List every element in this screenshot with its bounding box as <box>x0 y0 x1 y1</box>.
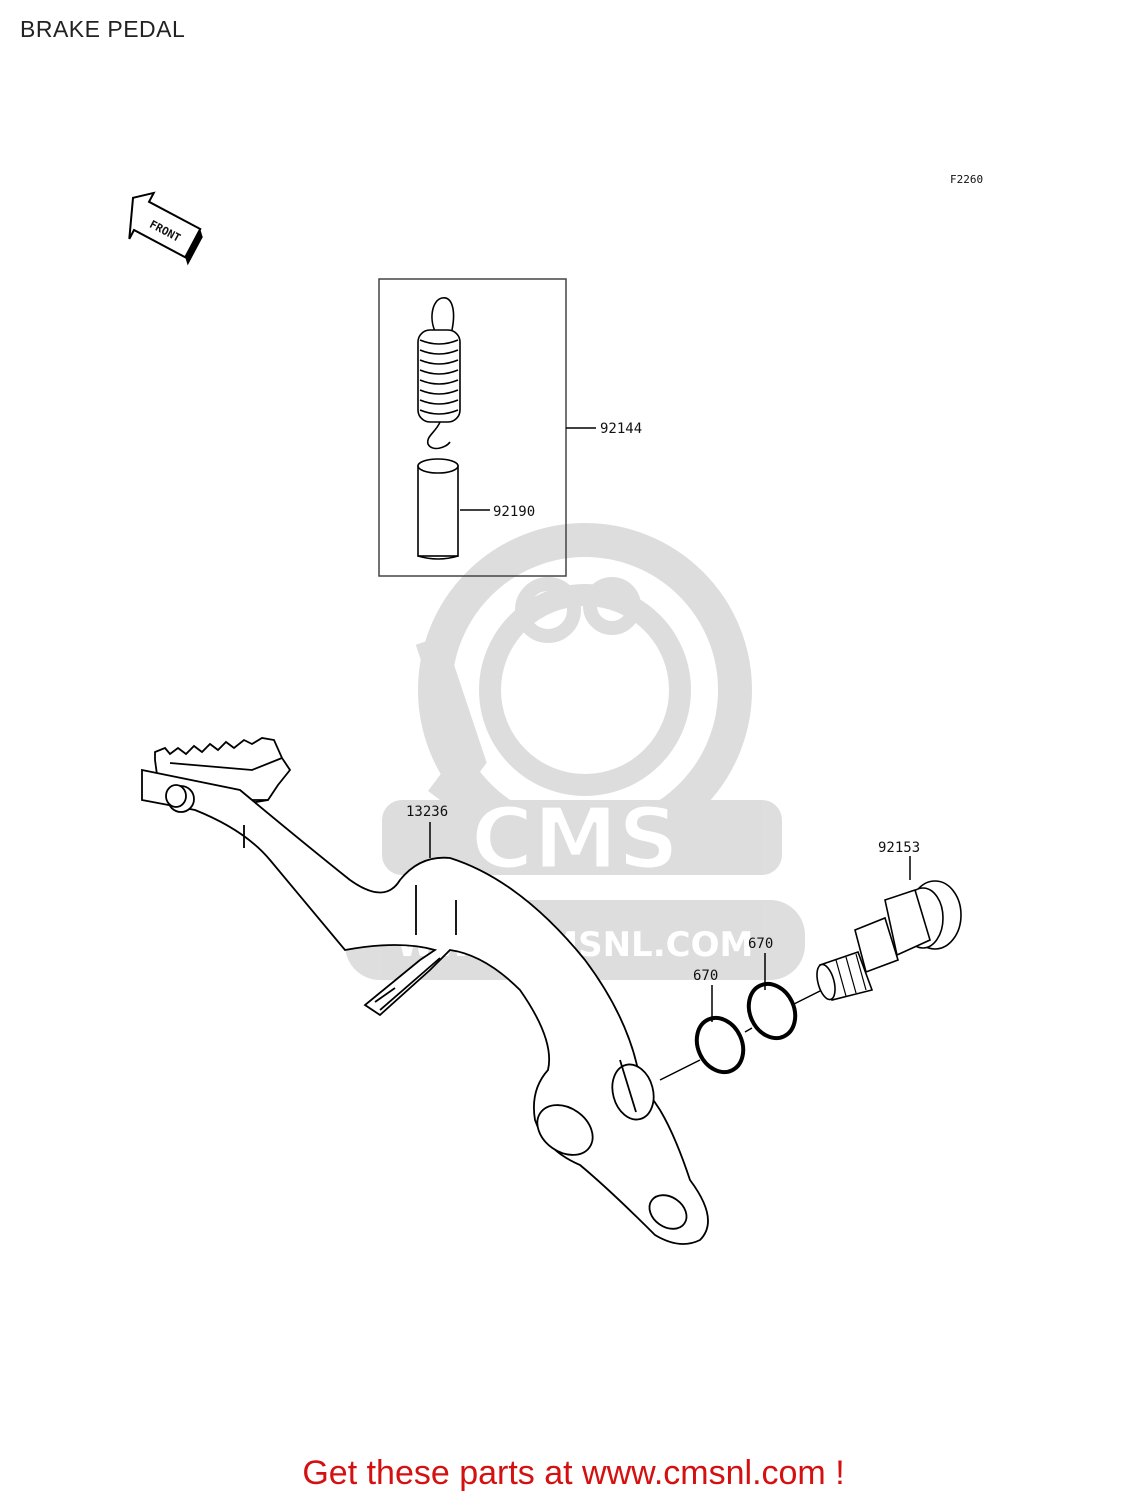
part-number-92153: 92153 <box>878 840 920 856</box>
brake-pedal <box>141 737 709 1245</box>
pivot-bolt <box>816 880 962 1001</box>
part-number-670-inner: 670 <box>693 968 718 984</box>
footer-link[interactable]: Get these parts at www.cmsnl.com ! <box>302 1454 845 1492</box>
watermark-logo: CMS <box>471 790 679 889</box>
cms-watermark: CMS WWW.CMSNL.COM <box>345 523 805 980</box>
part-number-13236: 13236 <box>406 804 448 820</box>
part-number-670-outer: 670 <box>748 936 773 952</box>
front-direction-arrow: FRONT <box>128 191 203 266</box>
part-number-92144: 92144 <box>600 421 642 437</box>
part-number-92190: 92190 <box>493 504 535 520</box>
leader-lines <box>429 427 911 1081</box>
o-ring-inner <box>694 1015 746 1075</box>
return-spring <box>417 297 461 450</box>
figure-code: F2260 <box>950 173 983 186</box>
o-rings <box>694 981 798 1075</box>
o-ring-outer <box>746 981 798 1041</box>
collar <box>417 458 459 560</box>
page-title: BRAKE PEDAL <box>20 16 186 42</box>
